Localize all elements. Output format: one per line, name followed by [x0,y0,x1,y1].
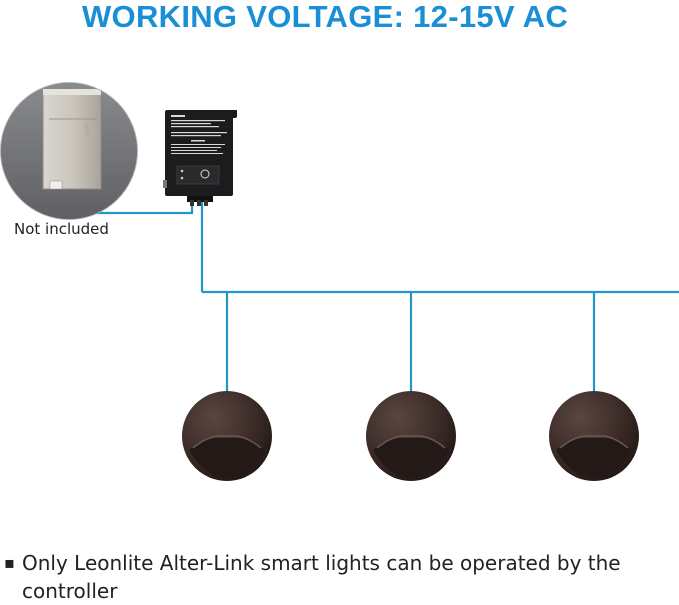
step-light-1 [181,388,273,488]
step-light-3 [548,388,640,488]
compatibility-note-text: Only Leonlite Alter-Link smart lights ca… [4,549,664,605]
round-step-light-icon [181,388,273,484]
smart-controller [163,110,243,214]
round-step-light-icon [548,388,640,484]
power-transformer-icon [1,83,137,219]
not-included-label: Not included [14,220,109,238]
transformer-image [0,82,138,220]
step-light-2 [365,388,457,488]
round-step-light-icon [365,388,457,484]
bullet-icon: ▪ [4,549,15,577]
smart-controller-icon [163,110,243,210]
compatibility-note: ▪ Only Leonlite Alter-Link smart lights … [4,549,664,605]
